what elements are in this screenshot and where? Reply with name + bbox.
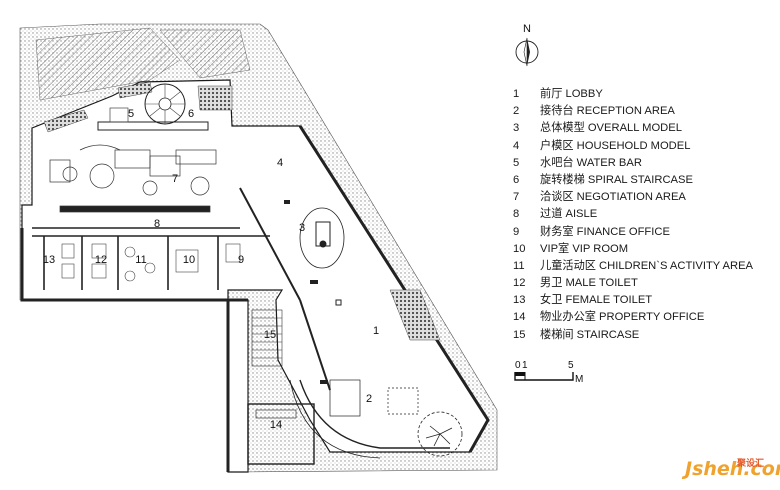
room-number: 2 bbox=[366, 393, 372, 405]
legend-item: 3 总体模型 OVERALL MODEL bbox=[513, 120, 773, 137]
scale-unit: M bbox=[575, 374, 583, 385]
legend-text: 洽谈区 NEGOTIATION AREA bbox=[540, 191, 686, 204]
legend-text: 户模区 HOUSEHOLD MODEL bbox=[540, 139, 691, 152]
legend-item: 14 物业办公室 PROPERTY OFFICE bbox=[513, 309, 773, 326]
legend-item: 13 女卫 FEMALE TOILET bbox=[513, 292, 773, 309]
scale-five: 5 bbox=[568, 360, 574, 371]
site-watermark: Jsheh.com 聚设汇 bbox=[685, 456, 780, 484]
curtain-wall bbox=[239, 187, 331, 391]
north-label: N bbox=[523, 23, 531, 35]
watermark-cn: 聚设汇 bbox=[737, 458, 765, 468]
legend-text: 楼梯间 STAIRCASE bbox=[540, 328, 640, 341]
room-number: 14 bbox=[270, 419, 282, 431]
legend-item: 15 楼梯间 STAIRCASE bbox=[513, 327, 773, 344]
water-bar bbox=[97, 107, 209, 131]
legend-item: 6 旋转楼梯 SPIRAL STAIRCASE bbox=[513, 172, 773, 189]
room-number-labels: 1 2 3 4 5 6 7 8 9 10 11 12 13 14 15 bbox=[43, 108, 379, 431]
legend-number: 6 bbox=[513, 173, 520, 186]
legend-number: 4 bbox=[513, 139, 520, 152]
legend-number: 7 bbox=[513, 191, 520, 204]
aisle-walls bbox=[32, 227, 270, 290]
scale-zero: 0 bbox=[515, 360, 521, 371]
negotiation-furniture bbox=[49, 144, 217, 213]
room-number: 10 bbox=[183, 254, 195, 266]
legend-number: 10 bbox=[513, 242, 526, 255]
legend-number: 1 bbox=[513, 88, 520, 100]
room-number: 9 bbox=[238, 254, 244, 266]
legend-text: 接待台 RECEPTION AREA bbox=[540, 105, 675, 118]
legend-text: VIP室 VIP ROOM bbox=[540, 242, 629, 255]
legend-text: 男卫 MALE TOILET bbox=[540, 277, 638, 290]
room-number: 11 bbox=[135, 254, 146, 266]
legend-number: 8 bbox=[513, 208, 520, 221]
legend-item: 7 洽谈区 NEGOTIATION AREA bbox=[513, 189, 773, 206]
scale-bar: 0 1 5 M bbox=[514, 360, 583, 385]
scale-one: 1 bbox=[522, 360, 528, 371]
room-number: 7 bbox=[172, 173, 178, 185]
legend-text: 物业办公室 PROPERTY OFFICE bbox=[540, 311, 705, 324]
room-furnishings bbox=[61, 243, 241, 282]
legend-item: 11 儿童活动区 CHILDREN`S ACTIVITY AREA bbox=[513, 258, 773, 275]
watermark-site: Jsheh.com bbox=[685, 458, 780, 480]
legend-item: 9 财务室 FINANCE OFFICE bbox=[513, 224, 773, 241]
legend-number: 14 bbox=[513, 311, 526, 324]
legend-item: 8 过道 AISLE bbox=[513, 206, 773, 223]
legend-text: 过道 AISLE bbox=[540, 208, 598, 221]
room-number: 6 bbox=[188, 108, 194, 120]
legend-text: 财务室 FINANCE OFFICE bbox=[540, 225, 670, 238]
room-number: 13 bbox=[43, 254, 55, 266]
north-arrow-icon: N bbox=[515, 23, 539, 67]
legend-text: 前厅 LOBBY bbox=[540, 88, 603, 100]
legend-text: 女卫 FEMALE TOILET bbox=[540, 294, 653, 307]
reception-curve bbox=[289, 379, 450, 459]
legend-number: 15 bbox=[513, 328, 526, 341]
legend-text: 水吧台 WATER BAR bbox=[540, 156, 642, 169]
overall-model bbox=[299, 207, 345, 269]
room-number: 15 bbox=[264, 329, 276, 341]
room-number: 12 bbox=[95, 254, 107, 266]
grate-strips bbox=[43, 81, 441, 341]
legend-text: 儿童活动区 CHILDREN`S ACTIVITY AREA bbox=[540, 259, 754, 272]
tree-icon bbox=[417, 411, 463, 457]
spiral-staircase bbox=[144, 83, 186, 125]
room-number: 8 bbox=[154, 218, 160, 230]
legend-number: 2 bbox=[513, 105, 520, 118]
property-office bbox=[247, 403, 315, 465]
room-number: 5 bbox=[128, 108, 134, 120]
legend-text: 旋转楼梯 SPIRAL STAIRCASE bbox=[540, 173, 693, 186]
room-legend: 1 前厅 LOBBY 2 接待台 RECEPTION AREA 3 总体模型 OVER… bbox=[513, 86, 773, 344]
legend-item: 1 前厅 LOBBY bbox=[513, 86, 773, 103]
legend-item: 12 男卫 MALE TOILET bbox=[513, 275, 773, 292]
legend-item: 10 VIP室 VIP ROOM bbox=[513, 241, 773, 258]
legend-number: 12 bbox=[513, 277, 526, 290]
lobby-plinths bbox=[284, 200, 342, 384]
legend-number: 5 bbox=[513, 156, 520, 169]
legend-item: 5 水吧台 WATER BAR bbox=[513, 155, 773, 172]
legend-number: 3 bbox=[513, 122, 520, 135]
staircase bbox=[251, 309, 283, 367]
room-number: 1 bbox=[373, 325, 379, 337]
legend-item: 2 接待台 RECEPTION AREA bbox=[513, 103, 773, 120]
legend-number: 13 bbox=[513, 294, 526, 307]
legend-number: 11 bbox=[513, 259, 525, 272]
legend-item: 4 户模区 HOUSEHOLD MODEL bbox=[513, 138, 773, 155]
floor-plan: 1 2 3 4 5 6 7 8 9 10 11 12 13 14 15 bbox=[19, 23, 498, 473]
legend-number: 9 bbox=[513, 225, 520, 238]
room-number: 3 bbox=[299, 222, 305, 234]
room-number: 4 bbox=[277, 157, 283, 169]
legend-text: 总体模型 OVERALL MODEL bbox=[540, 122, 682, 135]
